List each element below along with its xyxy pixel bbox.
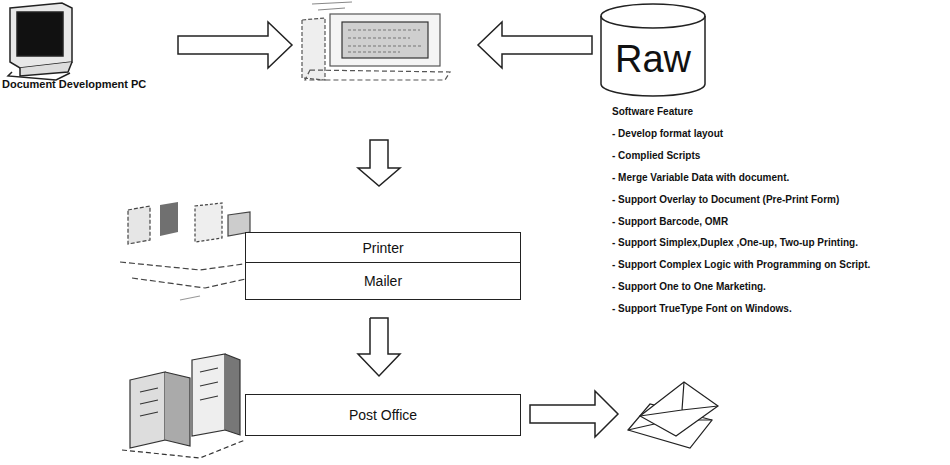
mailroom-illustration: [122, 354, 245, 458]
process-box: Mailer: [245, 262, 521, 300]
feature-item: - Support One to One Marketing.: [612, 281, 766, 292]
database-cylinder: Raw: [600, 4, 706, 96]
flow-arrow: [358, 140, 400, 186]
feature-item: - Complied Scripts: [612, 150, 700, 161]
node-label: Post Office: [349, 407, 417, 423]
caption-text: Document Development PC: [2, 78, 146, 90]
envelope-illustration: [628, 382, 718, 448]
workstation-illustration: [302, 2, 450, 80]
node-label: Mailer: [364, 273, 402, 289]
list-heading: Software Feature: [612, 106, 693, 117]
node-label: Raw: [615, 38, 691, 81]
feature-item: - Support TrueType Font on Windows.: [612, 303, 792, 314]
feature-item: - Support Barcode, OMR: [612, 216, 728, 227]
flow-arrow: [478, 22, 592, 68]
pc-illustration: [8, 3, 72, 80]
flow-arrow: [530, 391, 618, 437]
process-box: Printer: [245, 232, 521, 263]
printer-illustration: [120, 202, 258, 300]
flow-arrow: [178, 22, 292, 68]
flow-arrow: [358, 318, 400, 376]
feature-item: - Support Overlay to Document (Pre-Print…: [612, 194, 839, 205]
node-label: Printer: [362, 240, 403, 256]
feature-item: - Merge Variable Data with document.: [612, 172, 789, 183]
process-box: Post Office: [245, 394, 521, 436]
feature-item: - Support Complex Logic with Programming…: [612, 259, 870, 270]
feature-item: - Support Simplex,Duplex ,One-up, Two-up…: [612, 237, 858, 248]
feature-item: - Develop format layout: [612, 128, 723, 139]
